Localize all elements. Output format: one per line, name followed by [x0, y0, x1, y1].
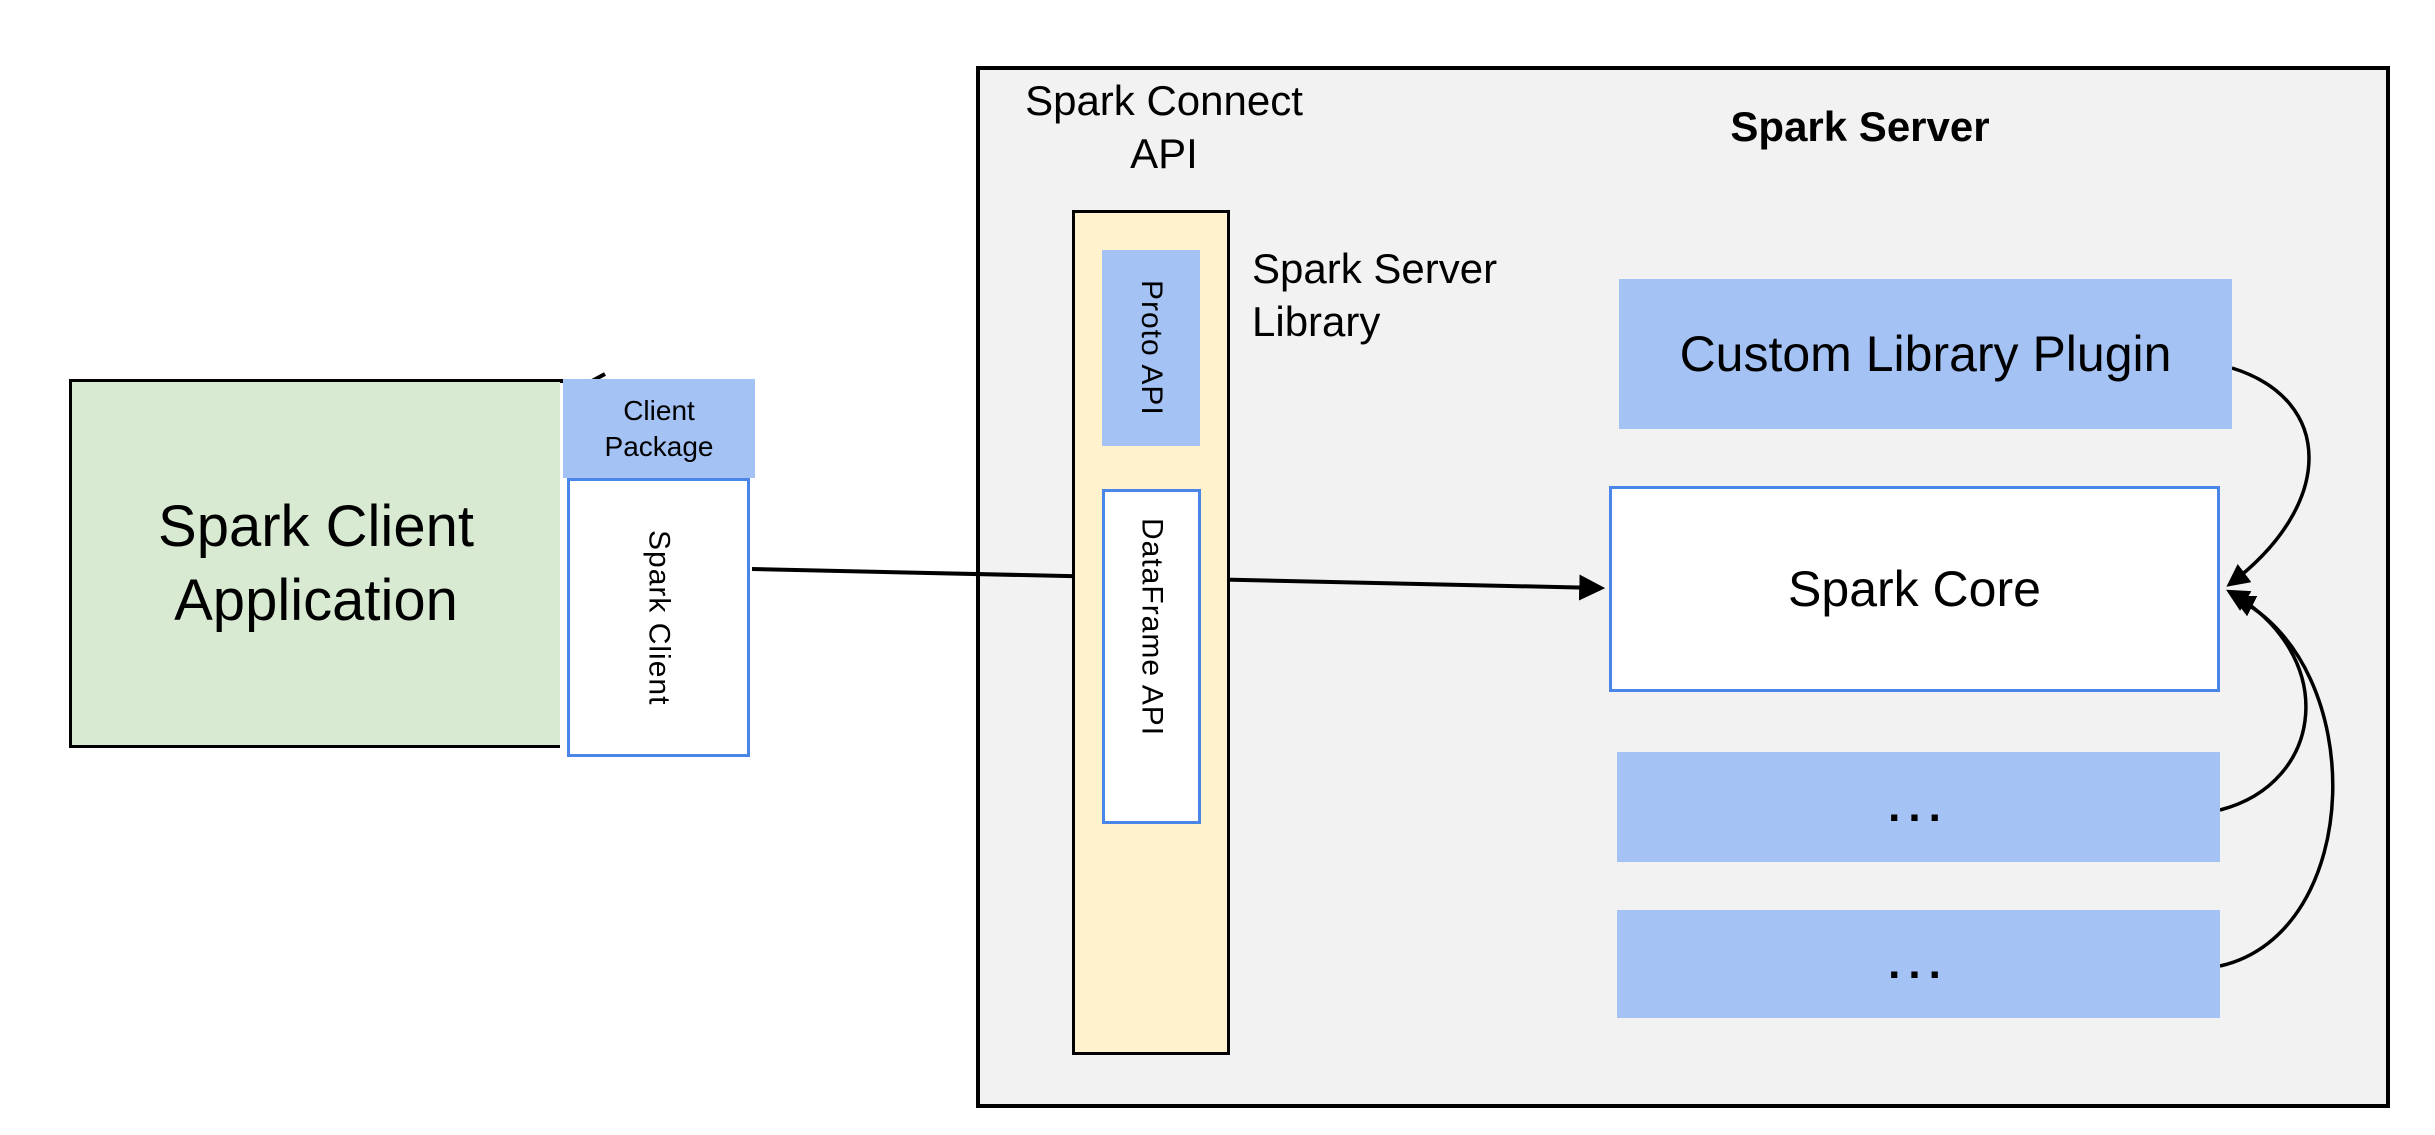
arrow-module2-to-core — [2219, 595, 2335, 968]
dataframe-api-box: DataFrame API — [1102, 489, 1201, 824]
spark-client-application-label: Spark Client Application — [158, 493, 474, 633]
client-package-box: Client Package — [563, 379, 755, 478]
dataframe-api-label: DataFrame API — [1135, 518, 1169, 737]
spark-core-box: Spark Core — [1609, 486, 2220, 692]
proto-api-box: Proto API — [1102, 250, 1200, 446]
module-placeholder-label-1: ... — [1888, 782, 1949, 831]
spark-server-library-label: Spark Server Library — [1252, 245, 1498, 345]
arrow-plugin-to-core — [2226, 366, 2311, 587]
custom-library-plugin-label: Custom Library Plugin — [1679, 326, 2172, 382]
spark-client-application-box: Spark Client Application — [69, 379, 560, 748]
spark-connect-api-title: Spark Connect API — [1025, 77, 1303, 177]
spark-client-label: Spark Client — [642, 529, 676, 706]
module-placeholder-box-2: ... — [1617, 910, 2220, 1018]
client-package-label: Client Package — [604, 394, 714, 462]
spark-client-box: Spark Client — [567, 478, 750, 757]
spark-core-label: Spark Core — [1788, 561, 2041, 617]
proto-api-label: Proto API — [1135, 280, 1168, 416]
module-placeholder-label-2: ... — [1888, 939, 1949, 988]
module-placeholder-box-1: ... — [1617, 752, 2220, 862]
spark-server-library-box — [1072, 210, 1230, 1055]
arrow-module1-to-core — [2219, 589, 2308, 812]
spark-server-title: Spark Server — [1730, 103, 1990, 150]
custom-library-plugin-box: Custom Library Plugin — [1619, 279, 2232, 429]
